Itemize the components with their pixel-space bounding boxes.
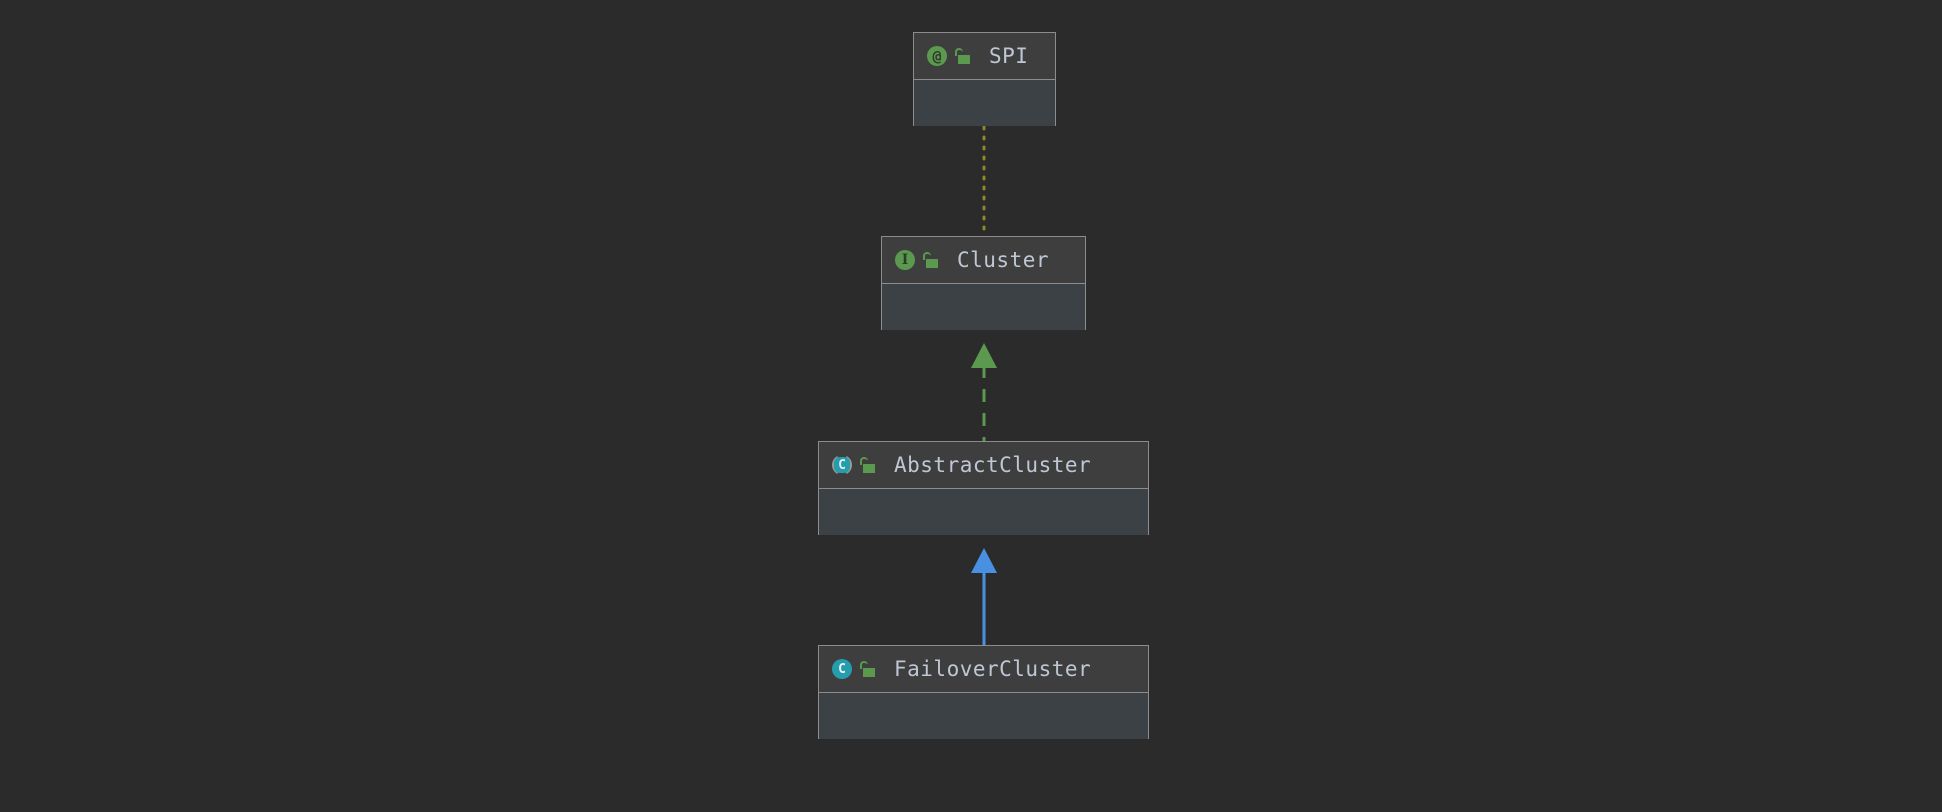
uml-node-spi[interactable]: @ SPI (913, 32, 1056, 126)
annotation-at-icon: @ (926, 45, 948, 67)
unlock-shackle (860, 661, 868, 669)
abstract-class-c-icon: C (831, 454, 853, 476)
unlock-icon (923, 252, 939, 268)
uml-node-cluster[interactable]: I Cluster (881, 236, 1086, 330)
unlock-shackle (923, 252, 931, 260)
uml-node-members-compartment[interactable] (819, 489, 1148, 535)
uml-node-title: FailoverCluster (894, 656, 1092, 681)
unlock-icon (955, 48, 971, 64)
unlock-shackle (860, 457, 868, 465)
unlock-icon (860, 661, 876, 677)
uml-node-members-compartment[interactable] (914, 80, 1055, 126)
unlock-icon (860, 457, 876, 473)
class-c-icon: C (831, 658, 853, 680)
uml-node-header[interactable]: @ SPI (914, 33, 1055, 80)
uml-node-header[interactable]: C AbstractCluster (819, 442, 1148, 489)
uml-node-members-compartment[interactable] (882, 284, 1085, 330)
generalization-arrowhead (971, 548, 997, 573)
abstract-class-icon-glyph: C (834, 457, 850, 473)
uml-node-header[interactable]: I Cluster (882, 237, 1085, 284)
uml-node-title: AbstractCluster (894, 452, 1092, 477)
unlock-body (958, 55, 970, 64)
unlock-body (863, 668, 875, 677)
unlock-body (926, 259, 938, 268)
uml-node-title: Cluster (957, 247, 1050, 272)
uml-node-failover-cluster[interactable]: C FailoverCluster (818, 645, 1149, 739)
unlock-shackle (955, 48, 963, 56)
uml-node-abstract-cluster[interactable]: C AbstractCluster (818, 441, 1149, 535)
interface-i-icon: I (894, 249, 916, 271)
uml-node-members-compartment[interactable] (819, 693, 1148, 739)
uml-node-title: SPI (989, 43, 1029, 68)
class-icon-glyph: C (832, 659, 852, 679)
interface-icon-glyph: I (895, 250, 915, 270)
uml-node-header[interactable]: C FailoverCluster (819, 646, 1148, 693)
annotation-icon-glyph: @ (927, 46, 947, 66)
realization-arrowhead (971, 343, 997, 368)
unlock-body (863, 464, 875, 473)
